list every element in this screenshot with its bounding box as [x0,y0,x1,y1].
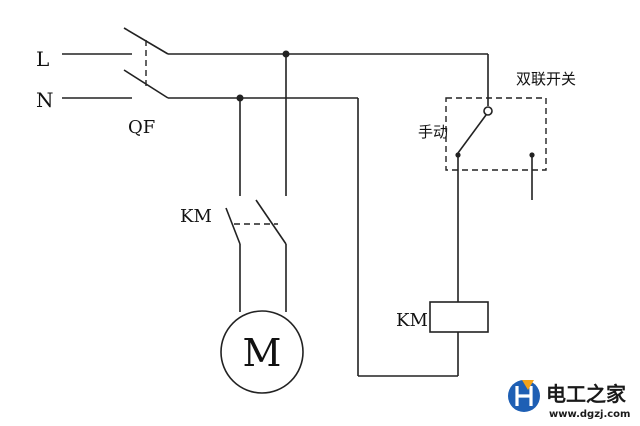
watermark-logo: 电工之家 www.dgzj.com [508,380,630,420]
label-line-n: N [36,88,54,112]
label-motor: M [243,331,282,375]
label-manual: 手动 [418,123,448,141]
switch-blade [457,114,487,154]
label-line-l: L [36,47,49,71]
breaker-qf [62,27,169,99]
motor: M [220,310,304,394]
double-switch [445,97,547,200]
switch-pivot [483,106,493,116]
km-contact-left [225,207,241,245]
label-km-main: KM [180,206,212,227]
motor-circle [220,310,304,394]
logo-h-icon [515,386,533,406]
logo-brand: 电工之家 [546,382,627,406]
label-breaker-qf: QF [128,117,155,138]
km-contact-right [255,199,287,245]
label-double-switch: 双联开关 [516,70,576,88]
contactor-km-main [225,54,287,312]
double-switch-box [445,97,547,171]
km-coil [429,301,489,333]
logo-bolt-icon [522,380,534,390]
label-km-coil: KM [396,310,428,331]
logo-url: www.dgzj.com [549,409,630,420]
